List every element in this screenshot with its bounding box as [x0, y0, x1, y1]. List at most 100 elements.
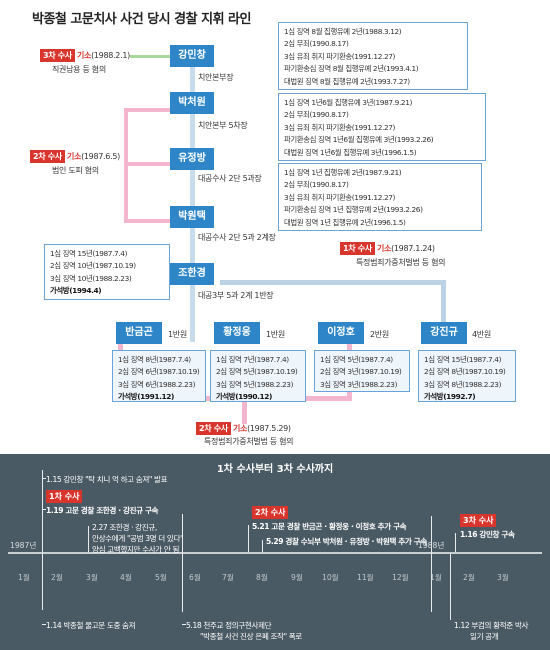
verdict-line: 대법원 징역 1년6월 집행유예 3년(1996.1.5): [284, 147, 417, 157]
third-investigation-connector: [130, 55, 172, 58]
month-label: 9월: [291, 573, 303, 582]
timeline-third-tag: 3차 수사: [460, 514, 497, 527]
node-kang-minchang: 강민창: [170, 45, 214, 67]
verdict-box-park-wontaek: 1심 징역 1년 집행유예 2년(1987.9.21) 2심 무죄(1990.8…: [278, 163, 482, 231]
verdict-line: 1심 징역 15년(1987.7.4): [424, 355, 502, 364]
verdict-line: 2심 징역 8년(1987.10.19): [424, 367, 506, 377]
parole-line: 가석방(1994.4): [50, 286, 102, 296]
node-lee-jeongho: 이정호: [318, 322, 364, 344]
event-top: 1.15 강민창 "탁 치니 억 하고 숨져" 발표: [46, 475, 168, 484]
verdict-line: 대법원 징역 8월 집행유예 2년(1993.7.27): [284, 76, 410, 86]
verdict-line: 3심 징역 5년(1988.2.23): [216, 379, 294, 389]
verdict-line: 3심 징역 8년(1988.2.23): [424, 379, 502, 389]
year-label-1988: 1988년: [418, 541, 445, 550]
node-kang-jingyu: 강진규: [421, 322, 467, 344]
timeline-title: 1차 수사부터 3차 수사까지: [216, 464, 334, 475]
node-hwang-jeongung: 황정웅: [214, 322, 260, 344]
verdict-line: 2심 무죄(1990.8.17): [284, 39, 349, 49]
verdict-line: 파기환송심 징역 1년6월 집행유예 3년(1993.2.26): [284, 135, 434, 145]
second-investigation-tag: 2차 수사: [30, 150, 65, 163]
year-label-1987: 1987년: [10, 541, 37, 550]
event-top: 안상수에게 "공범 3명 더 있다": [92, 534, 184, 543]
verdict-line: 1심 징역 15년(1987.7.4): [50, 249, 128, 258]
month-label: 10월: [322, 573, 339, 582]
timeline-panel: 1차 수사부터 3차 수사까지 1987년 1988년 1월 2월 3월 4월 …: [0, 454, 550, 650]
node-ban-geumgon: 반금곤: [116, 322, 162, 344]
verdict-box-kang-minchang: 1심 징역 8월 집행유예 2년(1988.3.12) 2심 무죄(1990.8…: [278, 22, 468, 90]
month-label: 8월: [256, 573, 268, 582]
third-investigation-tag: 3차 수사: [40, 49, 75, 62]
verdict-line: 3심 유죄 취지 파기환송(1991.12.27): [284, 192, 396, 202]
rank-lee-jeongho: 2반원: [370, 330, 389, 339]
timeline-second-tag: 2차 수사: [252, 506, 289, 519]
verdict-line: 1심 징역 8월 집행유예 2년(1988.3.12): [284, 27, 402, 36]
verdict-box-hwang-jeongung: 1심 징역 7년(1987.7.4) 2심 징역 5년(1987.10.19) …: [210, 350, 306, 402]
month-label: 12월: [392, 573, 409, 582]
indictment-label: 기소: [66, 152, 82, 161]
timeline-axis: [8, 470, 542, 612]
second-investigation-desc: 범인 도피 혐의: [52, 166, 99, 175]
event-top: 1.19 고문 경찰 조한경 · 강진규 구속: [46, 506, 159, 515]
indictment-date: (1987.6.5): [81, 152, 120, 161]
month-label: 7월: [222, 573, 234, 582]
verdict-line: 3심 유죄 취지 파기환송(1991.12.27): [284, 51, 396, 61]
verdict-line: 2심 무죄(1990.8.17): [284, 110, 349, 120]
month-label: 2월: [463, 573, 475, 582]
month-label: 5월: [155, 573, 167, 582]
rank-ban-geumgon: 1반원: [168, 330, 187, 339]
verdict-line: 2심 징역 5년(1987.10.19): [216, 367, 298, 377]
indictment-date: (1988.2.1): [91, 51, 130, 60]
month-label: 6월: [189, 573, 201, 582]
verdict-line: 2심 징역 3년(1987.10.19): [320, 367, 402, 377]
event-bottom: "박종철 사건 진상 은폐 조작" 폭로: [200, 632, 302, 641]
node-park-cheowon: 박처원: [170, 92, 214, 114]
node-park-wontaek: 박원택: [170, 206, 214, 228]
month-label: 2월: [51, 573, 63, 582]
month-label: 3월: [86, 573, 98, 582]
verdict-line: 1심 징역 5년(1987.7.4): [320, 355, 393, 364]
verdict-box-lee-jeongho: 1심 징역 5년(1987.7.4) 2심 징역 3년(1987.10.19) …: [314, 350, 410, 392]
parole-line: 가석방(1991.12): [118, 392, 175, 402]
month-label: 3월: [497, 573, 509, 582]
parole-line: 가석방(1990.12): [216, 392, 273, 402]
verdict-line: 1심 징역 1년6월 집행유예 3년(1987.9.21): [284, 98, 412, 107]
timeline-first-tag: 1차 수사: [46, 490, 83, 503]
event-bottom: 1.12 부검의 황적준 박사: [454, 621, 529, 630]
verdict-box-kang-jingyu: 1심 징역 15년(1987.7.4) 2심 징역 8년(1987.10.19)…: [418, 350, 516, 402]
event-top: 1.16 강민창 구속: [460, 530, 515, 539]
third-investigation-desc: 직권남용 등 혐의: [52, 65, 106, 74]
node-jo-hangyeong: 조한경: [170, 263, 214, 285]
month-label: 1월: [18, 573, 30, 582]
role-park-cheowon: 치안본부 5차장: [198, 121, 248, 130]
month-label: 4월: [120, 573, 132, 582]
indictment-label: 기소: [76, 51, 92, 60]
first-investigation-tag: 1차 수사: [340, 242, 375, 255]
second-lower-tag: 2차 수사: [196, 422, 231, 435]
event-top: 5.29 경찰 수뇌부 박처원 · 유정방 · 박원택 추가 구속: [266, 537, 427, 546]
role-park-wontaek: 대공수사 2단 5과 2계장: [198, 233, 276, 242]
command-line: [190, 62, 195, 342]
verdict-line: 1심 징역 7년(1987.7.4): [216, 355, 289, 364]
verdict-line: 3심 유죄 취지 파기환송(1991.12.27): [284, 122, 396, 132]
verdict-line: 2심 징역 6년(1987.10.19): [118, 367, 200, 377]
month-label: 1월: [430, 573, 442, 582]
role-yu-jeongbang: 대공수사 2단 5과장: [198, 174, 262, 183]
verdict-box-park-cheowon: 1심 징역 1년6월 집행유예 3년(1987.9.21) 2심 무죄(1990…: [278, 93, 486, 161]
verdict-line: 2심 무죄(1990.8.17): [284, 180, 349, 190]
node-yu-jeongbang: 유정방: [170, 148, 214, 170]
event-bottom: 1.14 박종철 물고문 도중 숨져: [46, 621, 136, 630]
second-lower-desc: 특정범죄가중처벌법 등 혐의: [204, 437, 294, 446]
indictment-label: 기소: [232, 424, 248, 433]
verdict-line: 대법원 징역 1년 집행유예 2년(1996.1.5): [284, 217, 406, 227]
rank-kang-jingyu: 4반원: [472, 330, 491, 339]
verdict-line: 1심 징역 8년(1987.7.4): [118, 355, 191, 364]
event-bottom: 일기 공개: [470, 632, 499, 641]
verdict-line: 1심 징역 1년 집행유예 2년(1987.9.21): [284, 168, 402, 177]
verdict-line: 2심 징역 10년(1987.10.19): [50, 261, 136, 271]
role-jo-hangyeong: 대공3부 5과 2계 1반장: [198, 291, 274, 300]
